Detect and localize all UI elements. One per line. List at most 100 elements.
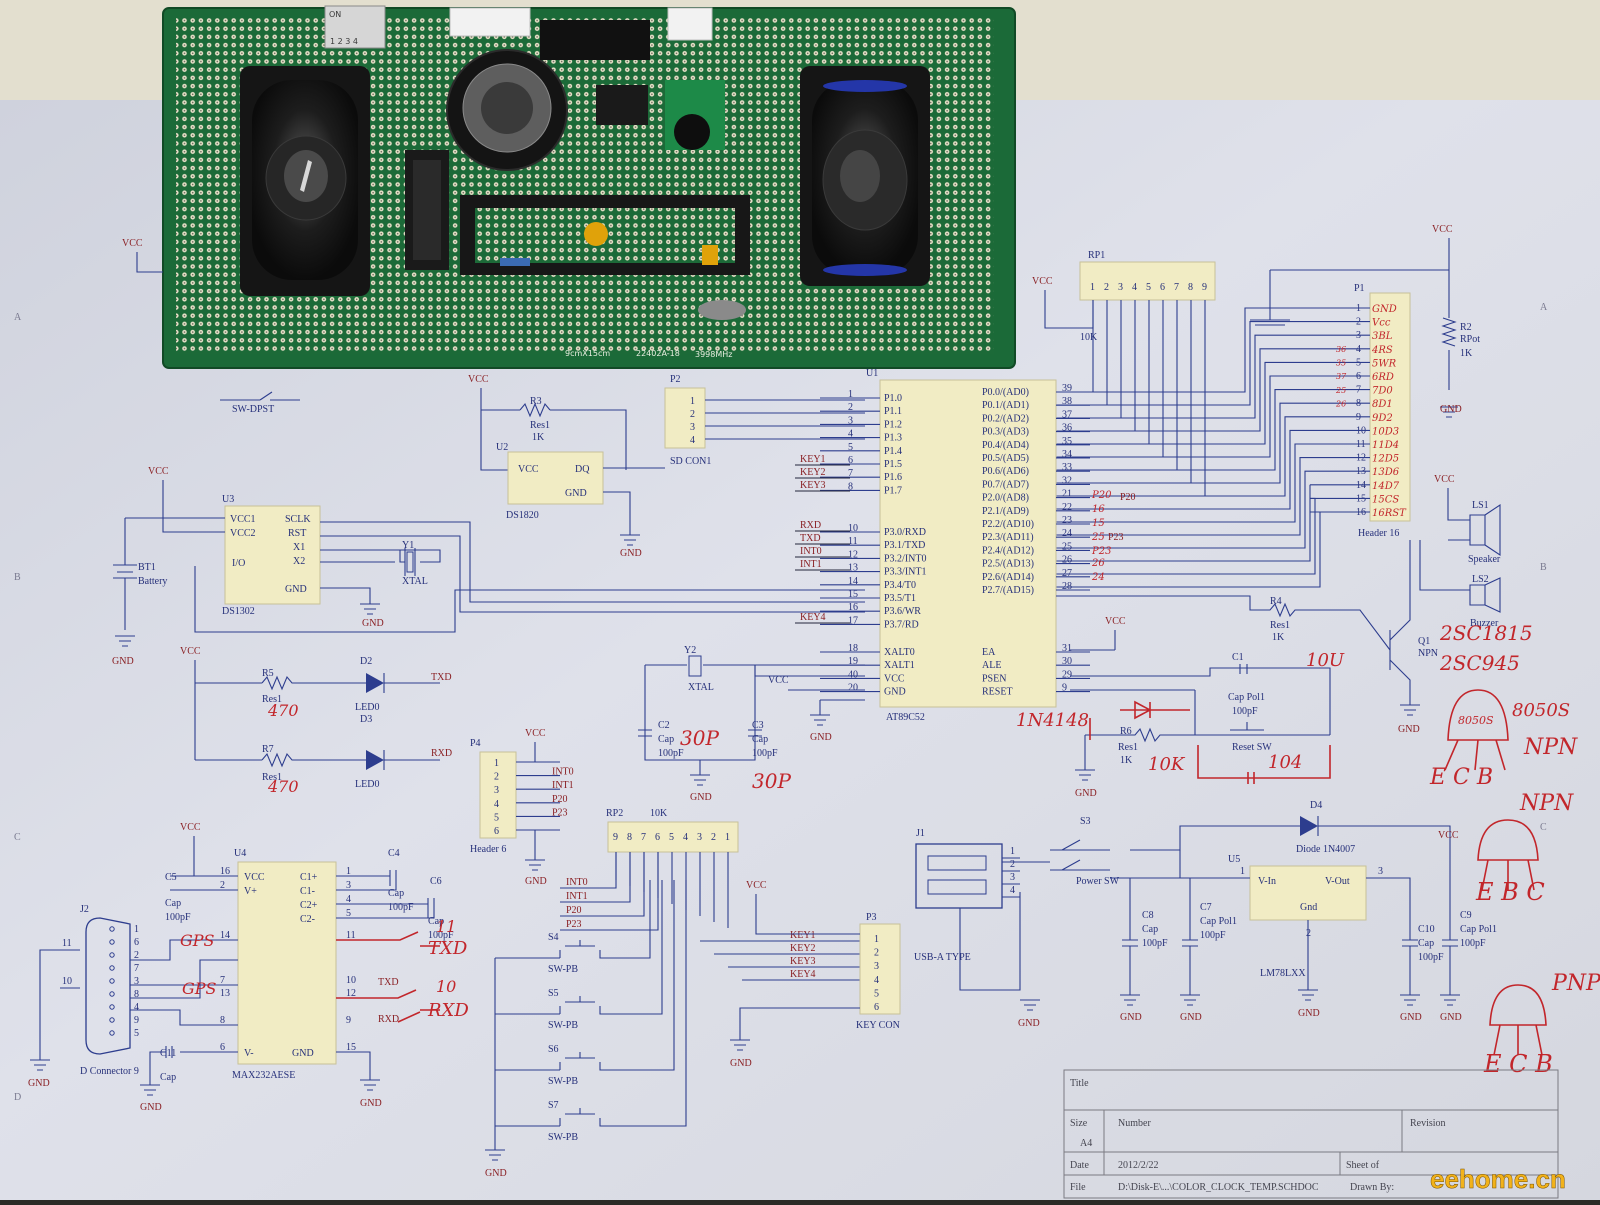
svg-text:DQ: DQ xyxy=(575,464,590,475)
u1-pin-number: 13 xyxy=(848,563,858,574)
j2-pin-number: 8 xyxy=(134,989,139,1000)
j2-pin xyxy=(109,978,115,984)
switch-gnd-label: GND xyxy=(485,1168,507,1179)
svg-text:RST: RST xyxy=(288,528,306,539)
svg-text:X1: X1 xyxy=(293,542,305,553)
u1-pin-number: 27 xyxy=(1062,568,1072,579)
rp2-pin-number: 2 xyxy=(711,832,716,843)
p1-handwritten-label: 5WR xyxy=(1372,358,1397,369)
j1-pin-number: 3 xyxy=(1010,872,1015,883)
key-net-label: KEY1 xyxy=(790,930,816,941)
svg-text:C9: C9 xyxy=(1460,910,1472,921)
svg-text:Cap: Cap xyxy=(428,916,444,927)
j2-pin xyxy=(109,965,115,971)
watermark: eehome.cn xyxy=(1430,1164,1566,1194)
u1-pin-name: P3.2/INT0 xyxy=(884,553,927,564)
u4-max232: U4 16VCC2V+1471386V-1C1+3C1-4C2+5C2-1110… xyxy=(140,822,454,1113)
svg-text:Q1: Q1 xyxy=(1418,636,1430,647)
svg-text:VCC: VCC xyxy=(746,880,767,891)
ds1302-chip xyxy=(596,85,648,125)
p2-pin-number: 3 xyxy=(690,422,695,433)
j2-pin-number: 2 xyxy=(134,950,139,961)
svg-text:TXD: TXD xyxy=(378,977,399,988)
u4-pin-number: 15 xyxy=(346,1042,356,1053)
u4-pin-name: VCC xyxy=(244,872,265,883)
p4-net-label: P23 xyxy=(552,807,568,818)
p1-handwritten-label: 15CS xyxy=(1372,494,1399,505)
j2-pin xyxy=(109,926,115,932)
svg-text:Res1: Res1 xyxy=(262,772,282,783)
key-net-label: KEY4 xyxy=(790,969,816,980)
u1-pin-number: 32 xyxy=(1062,475,1072,486)
svg-text:1K: 1K xyxy=(1460,348,1473,359)
svg-text:8050S: 8050S xyxy=(1512,700,1570,721)
svg-text:10: 10 xyxy=(436,977,456,996)
u1-pin-number: 36 xyxy=(1062,423,1072,434)
svg-text:Header 16: Header 16 xyxy=(1358,528,1399,539)
u1-pin-number: 23 xyxy=(1062,515,1072,526)
u1-net-label: INT0 xyxy=(800,546,822,557)
p4-net-label: INT1 xyxy=(552,780,574,791)
svg-text:100pF: 100pF xyxy=(752,748,778,759)
u1-pin-number: 31 xyxy=(1062,643,1072,654)
rp2-pin-number: 9 xyxy=(613,832,618,843)
u1-handwritten: 16 xyxy=(1092,504,1105,515)
u1-pin-name: P0.7/(AD7) xyxy=(982,479,1029,490)
p4-pin-number: 6 xyxy=(494,826,499,837)
j2-pin xyxy=(109,1030,115,1036)
p1-handwritten-label: 14D7 xyxy=(1372,481,1400,492)
svg-text:GND: GND xyxy=(28,1078,50,1089)
svg-text:22402A-18: 22402A-18 xyxy=(636,349,680,358)
u1-pin-number: 19 xyxy=(848,656,858,667)
svg-text:C5: C5 xyxy=(165,872,177,883)
svg-text:U4: U4 xyxy=(234,848,246,859)
j1-pin-number: 4 xyxy=(1010,885,1015,896)
rp2-pin-number: 6 xyxy=(655,832,660,843)
u4-pin-name: GND xyxy=(292,1048,314,1059)
y2-crystal-circuit: Y2 XTAL GND C2 Cap 100pF C3 Cap 100pF VC… xyxy=(638,645,865,803)
svg-text:VCC: VCC xyxy=(1438,830,1459,841)
svg-text:GPS: GPS xyxy=(180,931,215,950)
bus-wire xyxy=(1056,470,1310,549)
svg-text:NPN: NPN xyxy=(1523,735,1578,760)
p1-handwritten-label: GND xyxy=(1372,304,1397,315)
u4-pin-number: 6 xyxy=(220,1042,225,1053)
svg-text:U3: U3 xyxy=(222,494,234,505)
svg-text:P2: P2 xyxy=(670,374,681,385)
svg-text:470: 470 xyxy=(267,701,299,720)
rp2-pin-number: 8 xyxy=(627,832,632,843)
u1-pin-name: P3.7/RD xyxy=(884,619,919,630)
svg-text:30P: 30P xyxy=(752,769,791,793)
svg-text:D Connector 9: D Connector 9 xyxy=(80,1066,139,1077)
p3-pin-number: 4 xyxy=(874,975,879,986)
svg-text:Cap: Cap xyxy=(752,734,768,745)
bus-wire xyxy=(1056,334,1310,419)
switch-gnd xyxy=(485,958,505,1161)
u1-pin-name: RESET xyxy=(982,687,1013,698)
svg-text:Reset SW: Reset SW xyxy=(1232,742,1272,753)
p2-pin-number: 4 xyxy=(690,435,695,446)
j1-pin-number: 1 xyxy=(1010,846,1015,857)
rp1-pin-label: 5 xyxy=(1146,282,1151,293)
bus-wire xyxy=(1056,443,1310,523)
u1-pin-number: 16 xyxy=(848,602,858,613)
bus-wire xyxy=(1056,321,1310,406)
p1-handwritten-left: 36 xyxy=(1336,345,1346,354)
svg-text:VCC: VCC xyxy=(1432,224,1453,235)
svg-text:1 2 3 4: 1 2 3 4 xyxy=(330,37,358,46)
svg-text:P3: P3 xyxy=(866,912,877,923)
u1-pin-name: GND xyxy=(884,687,906,698)
svg-text:GND: GND xyxy=(1018,1018,1040,1029)
svg-text:Drawn By:: Drawn By: xyxy=(1350,1182,1394,1193)
u1-pin-name: P3.5/T1 xyxy=(884,593,916,604)
svg-text:R2: R2 xyxy=(1460,322,1472,333)
svg-text:SW-DPST: SW-DPST xyxy=(232,404,274,415)
bus-wire xyxy=(1056,348,1310,432)
rp1-pin-label: 9 xyxy=(1202,282,1207,293)
svg-text:MAX232AESE: MAX232AESE xyxy=(232,1070,295,1081)
